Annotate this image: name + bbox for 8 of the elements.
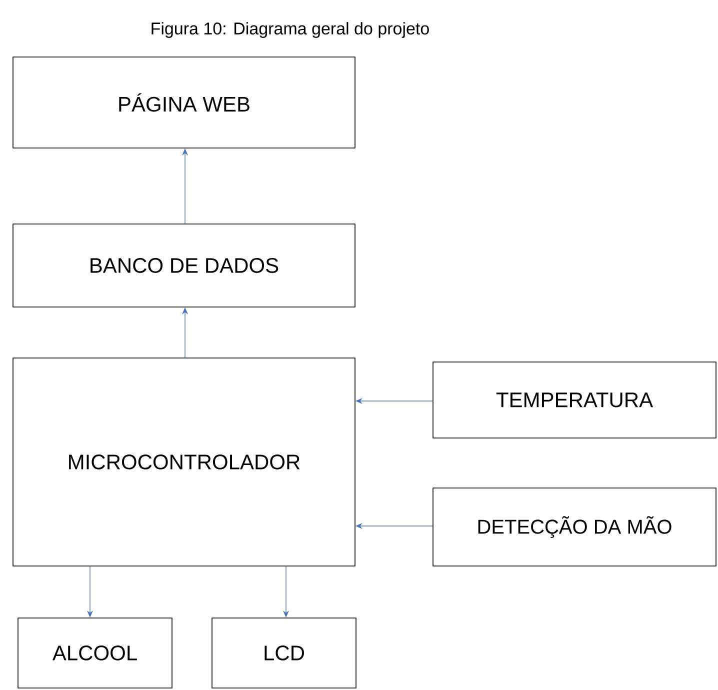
figure-title: Figura 10: Diagrama geral do projeto xyxy=(152,22,429,38)
process-box: LCD xyxy=(212,618,356,688)
process-box: DETECÇÃO DA MÃO xyxy=(432,488,716,566)
process-box: MICROCONTROLADOR xyxy=(12,358,356,566)
process-box: ALCOOL xyxy=(18,618,172,688)
process-box: PÁGINA WEB xyxy=(12,56,356,148)
process-box: TEMPERATURA xyxy=(432,362,716,438)
process-box: BANCO DE DADOS xyxy=(12,224,356,308)
